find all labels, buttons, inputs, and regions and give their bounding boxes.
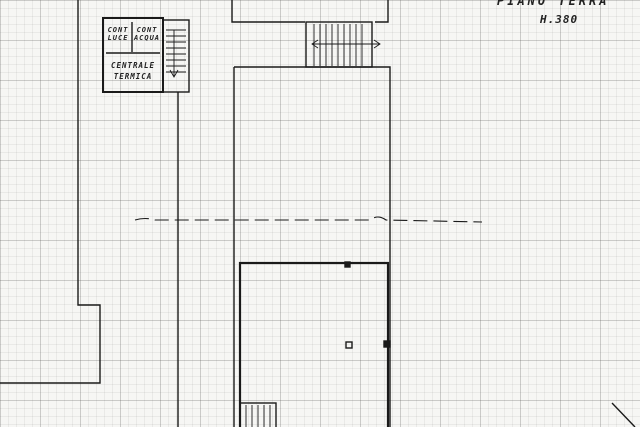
bottom-stair-steps [245, 405, 271, 427]
plan-title: PIANO TERRA [497, 0, 610, 8]
top-stair-steps [311, 24, 381, 66]
pillar-right [383, 340, 391, 348]
section-line [134, 216, 483, 223]
corner-mark [611, 402, 636, 427]
plan-height: H.380 [540, 13, 579, 26]
side-stair-steps [166, 29, 186, 78]
top-building-outline [231, 0, 389, 23]
label-cont-acqua: CONT ACQUA [133, 26, 161, 42]
side-stair [162, 19, 190, 93]
label-cont-luce: CONT LUCE [107, 26, 129, 42]
label-centrale-termica: CENTRALE TERMICA [110, 61, 156, 81]
inner-room [238, 261, 390, 427]
bottom-stair [239, 402, 277, 427]
pillar-top [344, 261, 351, 268]
central-building-outline [233, 66, 391, 427]
left-building-outline [0, 0, 101, 384]
pillar-center [345, 341, 353, 349]
